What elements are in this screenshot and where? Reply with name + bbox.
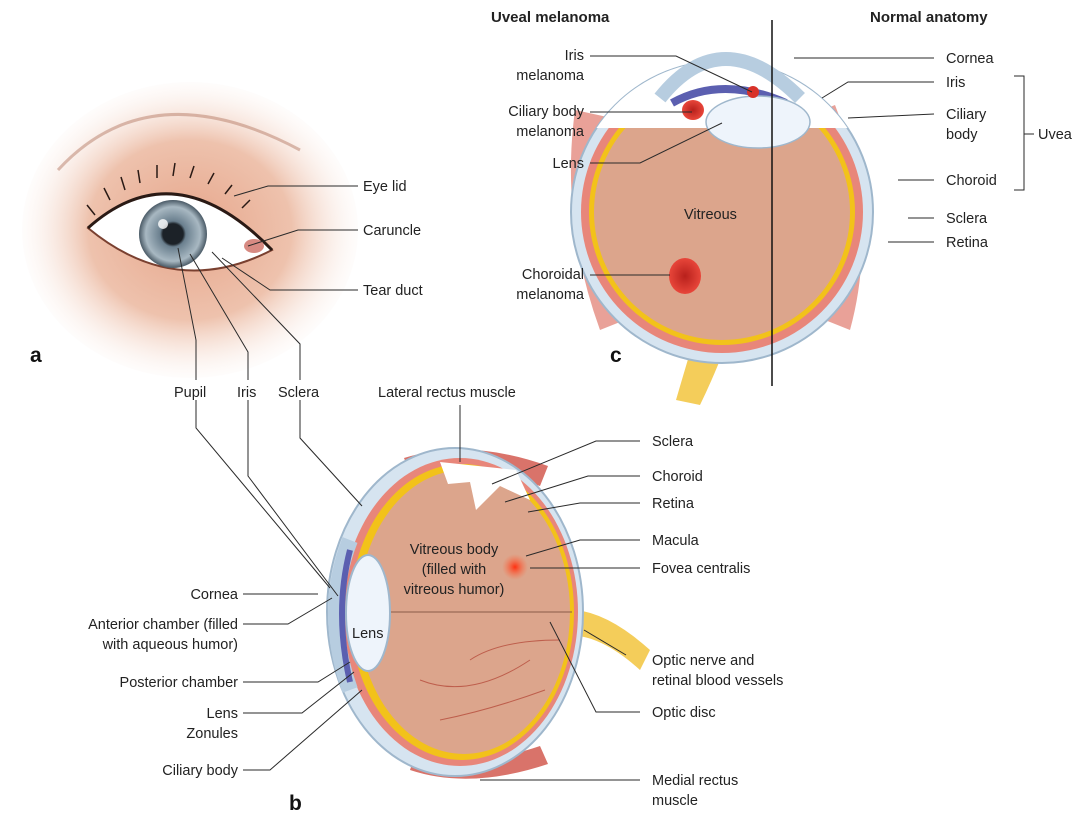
ciliary-body-label-c-1: Ciliary <box>946 107 987 123</box>
header-uveal-melanoma: Uveal melanoma <box>491 9 610 26</box>
iris-melanoma-tumor <box>747 86 759 98</box>
retina-label-c: Retina <box>946 235 989 251</box>
eye-highlight <box>158 219 168 229</box>
ciliary-body-label-b: Ciliary body <box>162 763 238 779</box>
uvea-label: Uvea <box>1038 127 1073 143</box>
lens-label-b: Lens <box>352 626 383 642</box>
choroidal-melanoma-label-1: Choroidal <box>522 267 584 283</box>
sclera-label: Sclera <box>278 385 320 401</box>
lens-label-c: Lens <box>553 156 584 172</box>
anterior-chamber-label-1: Anterior chamber (filled <box>88 617 238 633</box>
macula-label: Macula <box>652 533 700 549</box>
panel-b-letter: b <box>289 792 302 815</box>
choroid-label-c: Choroid <box>946 173 997 189</box>
lens-c <box>706 96 810 148</box>
tear-duct-label: Tear duct <box>363 283 423 299</box>
panel-c-uveal-melanoma: Uveal melanoma Normal anatomy Iris melan… <box>491 9 1073 405</box>
iris-melanoma-label-1: Iris <box>565 48 584 64</box>
lateral-rectus-label: Lateral rectus muscle <box>378 385 516 401</box>
vitreous-label-b-2: (filled with <box>422 562 486 578</box>
vitreous-label-b-1: Vitreous body <box>410 542 499 558</box>
panel-a-letter: a <box>30 344 42 367</box>
retina-label-b: Retina <box>652 496 695 512</box>
ciliary-body-label-c-2: body <box>946 127 978 143</box>
fovea-spot <box>502 554 528 580</box>
ciliary-body-melanoma-label-2: melanoma <box>516 124 585 140</box>
iris-label: Iris <box>237 385 256 401</box>
cornea-label-c: Cornea <box>946 51 994 67</box>
sclera-label-c: Sclera <box>946 211 988 227</box>
lens-b <box>346 555 390 671</box>
lens-zonules-label-1: Lens <box>207 706 238 722</box>
choroidal-melanoma-tumor <box>669 258 701 294</box>
medial-rectus-label-1: Medial rectus <box>652 773 738 789</box>
header-normal-anatomy: Normal anatomy <box>870 9 988 26</box>
panel-a-external-eye: a Eye lid Caruncle Tear duct Pupil Iris … <box>22 82 423 401</box>
eye-lid-label: Eye lid <box>363 179 407 195</box>
panel-c-letter: c <box>610 344 622 367</box>
fovea-label: Fovea centralis <box>652 561 750 577</box>
medial-rectus-label-2: muscle <box>652 793 698 809</box>
optic-nerve-label-1: Optic nerve and <box>652 653 754 669</box>
lens-zonules-label-2: Zonules <box>186 726 238 742</box>
caruncle-label: Caruncle <box>363 223 421 239</box>
cornea-label-b: Cornea <box>190 587 238 603</box>
anterior-chamber-label-2: with aqueous humor) <box>102 637 238 653</box>
choroid-label-b: Choroid <box>652 469 703 485</box>
iris-melanoma-label-2: melanoma <box>516 68 585 84</box>
iris-disc <box>139 200 207 268</box>
sclera-label-b: Sclera <box>652 434 694 450</box>
choroidal-melanoma-label-2: melanoma <box>516 287 585 303</box>
optic-nerve-label-2: retinal blood vessels <box>652 673 783 689</box>
vitreous-label-c: Vitreous <box>684 207 737 223</box>
panel-b-sagittal-eye: b Lateral rectus muscle Sclera Choroid R… <box>88 385 783 815</box>
posterior-chamber-label: Posterior chamber <box>120 675 239 691</box>
iris-label-c: Iris <box>946 75 965 91</box>
ciliary-body-melanoma-label-1: Ciliary body <box>508 104 584 120</box>
caruncle-tissue <box>244 239 264 253</box>
vitreous-label-b-3: vitreous humor) <box>404 582 505 598</box>
pupil-label: Pupil <box>174 385 206 401</box>
ciliary-body-melanoma-tumor <box>682 100 704 120</box>
optic-disc-label: Optic disc <box>652 705 716 721</box>
